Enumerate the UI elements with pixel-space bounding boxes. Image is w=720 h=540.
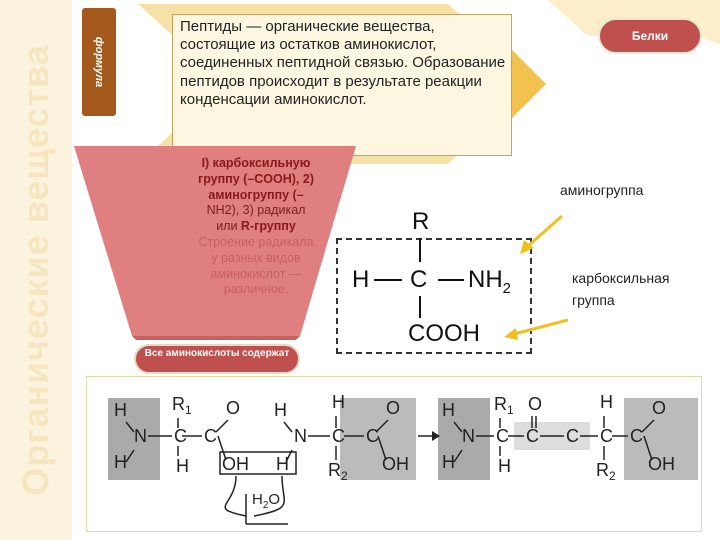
atom-h: H: [276, 454, 289, 474]
atom-c: C: [204, 426, 217, 446]
atom-oh: OH: [382, 454, 409, 474]
funnel-text: I) карбоксильную группу (–COOH), 2) амин…: [148, 156, 364, 298]
funnel-line: I) карбоксильную: [201, 156, 311, 170]
reaction-bonds: [125, 416, 655, 463]
funnel-line: группу (–COOH), 2): [198, 171, 314, 186]
atom-c: C: [566, 426, 579, 446]
funnel-line: у разных видов: [211, 250, 301, 265]
vertical-title: Органические вещества: [15, 44, 56, 496]
atom-c: C: [630, 426, 643, 446]
funnel-line: Строение радикала: [198, 234, 314, 249]
bond-line: [643, 435, 653, 461]
radical-R: R: [412, 208, 430, 235]
formula-tab[interactable]: формула: [82, 8, 116, 116]
atom-r1: R1: [172, 394, 192, 417]
atom-n: N: [462, 426, 475, 446]
label-amino-group: аминогруппа: [560, 182, 644, 198]
atom-h: H: [274, 400, 287, 420]
water-curve-right: [253, 475, 285, 517]
atom-h: H: [332, 392, 345, 412]
bond-line: [125, 449, 135, 463]
atom-c: C: [526, 426, 539, 446]
funnel-line: NH2), 3) радикал: [206, 203, 306, 218]
atom-oh: OH: [222, 454, 249, 474]
atom-h: H: [498, 456, 511, 476]
bond-line: [285, 449, 293, 463]
atom-h: H: [114, 400, 127, 420]
atom-r2: R2: [328, 460, 348, 483]
funnel-line: или R-группу: [216, 219, 296, 234]
hydrogen-H: H: [352, 266, 370, 293]
water-curve-left: [224, 475, 247, 517]
definition-text: Пептиды — органические вещества, состоящ…: [180, 18, 506, 108]
funnel-line: аминогруппу (–: [208, 187, 304, 202]
carbon-C: C: [410, 266, 428, 293]
highlight-amino-left: [108, 398, 160, 480]
arrow-amino-head: [520, 240, 534, 254]
bond-line: [375, 419, 389, 433]
bond-line: [377, 435, 387, 461]
atom-o: O: [226, 398, 240, 418]
atom-h: H: [442, 452, 455, 472]
bond-line: [453, 421, 463, 433]
atom-n: N: [294, 426, 307, 446]
label-carboxyl-1: карбоксильная: [572, 270, 670, 286]
bond-line: [641, 419, 655, 433]
arrow-amino-line: [527, 214, 563, 248]
structure-bonds: [374, 214, 569, 340]
atom-c: C: [174, 426, 187, 446]
bond-line: [125, 421, 135, 433]
proteins-badge[interactable]: Белки: [598, 18, 702, 54]
amino-group-NH2: NH2: [468, 266, 512, 297]
funnel-line: аминокислот —: [210, 266, 302, 281]
water-elimination-box: [219, 451, 297, 475]
highlight-carboxyl-product: [624, 398, 698, 480]
reaction-arrow-head: [432, 431, 440, 441]
bond-line: [453, 449, 463, 463]
highlight-carboxyl-right: [340, 398, 416, 480]
carboxyl-COOH: COOH: [408, 320, 480, 347]
amino-acid-structure-box: [336, 238, 532, 354]
atom-r1: R1: [494, 394, 514, 417]
atom-h: H: [600, 392, 613, 412]
atom-o: O: [652, 398, 666, 418]
atom-h: H: [176, 456, 189, 476]
atom-h: H: [114, 452, 127, 472]
atom-h: H: [442, 400, 455, 420]
atom-oh: OH: [648, 454, 675, 474]
bond-line: [215, 419, 229, 433]
highlight-amino-product: [438, 398, 490, 480]
atom-n: N: [134, 426, 147, 446]
atom-o: O: [386, 398, 400, 418]
bond-line: [217, 435, 227, 461]
arrow-carboxyl-head: [504, 328, 518, 340]
all-amino-acids-badge[interactable]: Все аминокислоты содержат: [134, 344, 300, 374]
label-carboxyl-2: группа: [572, 292, 615, 308]
atom-o: O: [528, 394, 542, 414]
atom-c: C: [496, 426, 509, 446]
definition-box: [172, 14, 512, 156]
funnel-line: различное.: [223, 282, 289, 297]
arrow-carboxyl-line: [513, 318, 569, 336]
atom-r2: R2: [596, 460, 616, 483]
vertical-title-bar: Органические вещества: [0, 0, 72, 540]
water-label: H2O: [252, 491, 280, 511]
atom-c: C: [600, 426, 613, 446]
bond-line: [283, 421, 293, 433]
funnel-bottom-edge: [132, 336, 300, 340]
atom-c: C: [332, 426, 345, 446]
atom-c: C: [366, 426, 379, 446]
formula-tab-label: формула: [93, 36, 105, 88]
